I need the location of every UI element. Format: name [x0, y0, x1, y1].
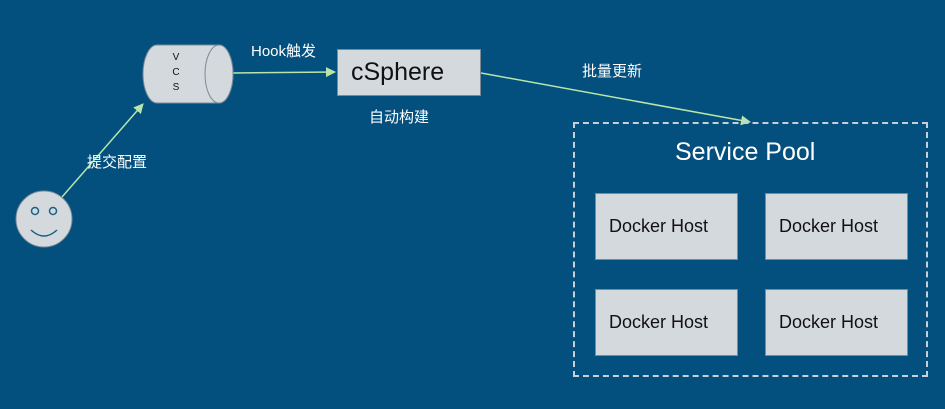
- docker-host-label: Docker Host: [779, 312, 879, 332]
- docker-host-1: Docker Host: [595, 193, 738, 260]
- user-smiley-icon: [15, 190, 73, 248]
- service-pool-container: [573, 122, 928, 377]
- submit-config-label: 提交配置: [87, 154, 148, 171]
- docker-host-label: Docker Host: [609, 216, 709, 236]
- arrow-csphere-to-pool: [480, 72, 751, 126]
- docker-host-4: Docker Host: [765, 289, 908, 356]
- arrow-vcs-to-csphere: [232, 67, 336, 78]
- hook-trigger-label: Hook触发: [251, 43, 317, 60]
- vcs-cylinder: [142, 44, 234, 104]
- docker-host-label: Docker Host: [609, 312, 709, 332]
- vcs-letter-v: V: [172, 52, 180, 63]
- arrow-user-to-vcs: [61, 103, 144, 198]
- csphere-label: cSphere: [351, 58, 445, 86]
- batch-update-label: 批量更新: [582, 63, 643, 80]
- vcs-letter-s: S: [172, 82, 180, 93]
- vcs-letter-c: C: [172, 67, 180, 78]
- service-pool-title: Service Pool: [675, 138, 816, 166]
- docker-host-2: Docker Host: [765, 193, 908, 260]
- docker-host-label: Docker Host: [779, 216, 879, 236]
- csphere-box: cSphere: [337, 49, 481, 96]
- auto-build-label: 自动构建: [369, 109, 430, 126]
- docker-host-3: Docker Host: [595, 289, 738, 356]
